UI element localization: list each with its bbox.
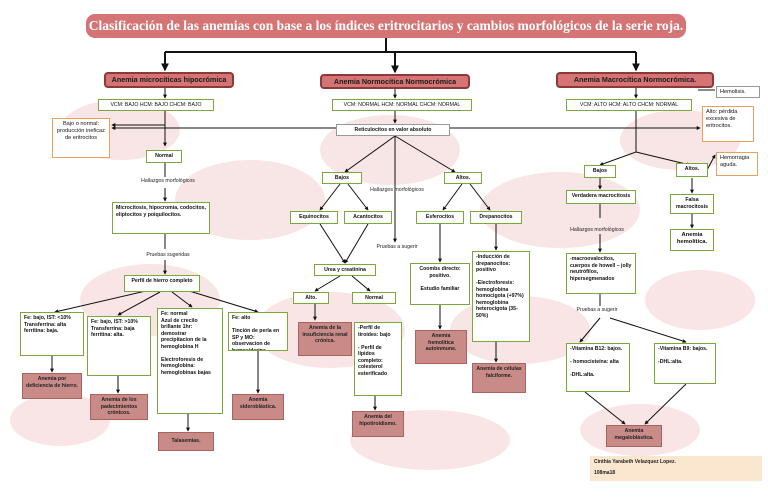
node-falsa-macrocitosis: Falsa macrocitosis xyxy=(670,194,714,214)
node-urea-creatinina: Urea y creatinina xyxy=(314,264,376,276)
node-perfil-hierro: Perfil de hierro completo xyxy=(124,275,200,292)
result-hemolitica-autoinmune: Anemia hemolítica autoinmune. xyxy=(415,330,467,364)
node-coombs: Coombs directo: positivo. Estudio famili… xyxy=(410,263,470,305)
note-alto-perdida: Alto: pérdida excesiva de eritrocitos. xyxy=(702,106,754,142)
label-pruebas-middle: Pruebas a sugerir xyxy=(376,244,418,250)
result-anemia-hemolitica: Anemia hemolítica. xyxy=(670,229,714,251)
indices-macrocitica: VCM: ALTO HCM: ALTO CHCM: NORMAL xyxy=(566,99,692,111)
note-hemorragia: Hemorragia aguda. xyxy=(716,152,758,176)
label-pruebas-left: Pruebas sugeridas xyxy=(146,252,190,258)
node-verdadera-macrocitosis: Verdadera macrocitosis xyxy=(566,190,636,204)
node-fe-normal: Fe: normal Azul de crecilo brillante 1hr… xyxy=(157,308,223,414)
node-bajos-right: Bajos xyxy=(584,165,616,178)
node-normal-left: Normal xyxy=(146,150,182,163)
page-title: Clasificación de las anemias con base a … xyxy=(86,14,686,38)
result-megaloblastica: Anemia megaloblástica. xyxy=(606,425,662,447)
indices-normocitica: VCM: NORMAL HCM: NORMAL CHCM: NORMAL xyxy=(332,99,472,111)
label-pruebas-right: Pruebas a sugerir xyxy=(576,307,618,313)
result-talasemias: Talasemias. xyxy=(158,432,214,451)
credits-author: Cinthia Yarabeth Velazquez Lopez. xyxy=(594,459,676,465)
node-altos-middle: Altos. xyxy=(444,172,482,184)
node-fe-alto: Fe: alto Tinción de perla en SP y MO: ob… xyxy=(228,312,288,351)
node-equinocitos: Equinocitos xyxy=(290,211,338,224)
result-hipotiroidismo: Anemia del hipotiroidismo. xyxy=(352,411,404,437)
indices-microcitica: VCM: BAJO HCM: BAJO CHCM: BAJO xyxy=(98,99,214,111)
result-padecimientos-cronicos: Anemia de los padecimientos crónicos. xyxy=(90,394,148,420)
label-hallazgos-left: Hallazgos morfológicos xyxy=(141,178,195,184)
node-drepanocitos: Drepanocitos xyxy=(470,211,522,224)
credits-box: Cinthia Yarabeth Velazquez Lopez. 108ma1… xyxy=(590,456,762,481)
node-vitamina-b12: -Vitamina B12: bajos. - homocisteína: al… xyxy=(566,343,630,392)
node-drepanocitos-detail: -Inducción de drepanocitos: positivo -El… xyxy=(472,251,530,342)
result-sideroblastica: Anemia sideroblástica. xyxy=(232,394,284,420)
heading-macrocitica: Anemia Macrocítica Normocrómica. xyxy=(556,72,714,88)
node-macro-detail: -macroovalocitos, cuerpos de howell – jo… xyxy=(566,253,636,294)
heading-microcitica: Anemia microcíticas hipocrómica xyxy=(104,72,234,88)
result-deficiencia-hierro: Anemia por deficiencia de hierro. xyxy=(22,373,82,399)
node-vitamina-b9: -Vitamina B9: bajos. -DHL:alta. xyxy=(654,343,716,384)
node-bajos-middle: Bajos xyxy=(322,172,362,184)
node-morph-left: Microcitosis, hipocromia, codocitos, eli… xyxy=(112,202,210,234)
node-altos-right: Altos. xyxy=(676,163,708,177)
result-falciforme: Anemia de células falciforme. xyxy=(472,363,526,393)
node-alto-middle: Alto. xyxy=(293,292,329,304)
heading-normocitica: Anemia Normocítica Normocrómica xyxy=(320,74,470,89)
node-acantocitos: Acantocitos xyxy=(344,211,392,224)
node-esferocitos: Esferocitos xyxy=(416,211,464,224)
node-fe-bajo-2: Fe: bajo, IST: >10% Transferrina: baja f… xyxy=(87,316,151,376)
node-tiroides: -Perfil de tiroides: bajo - Perfil de lí… xyxy=(354,322,402,396)
credits-group: 108ma18 xyxy=(594,470,616,476)
note-hemolisis: Hemolisis. xyxy=(716,86,760,98)
note-bajo-normal: Bajo o normal: producción ineficaz de er… xyxy=(52,118,110,158)
node-reticulocitos: Reticulocitos en valor absoluto xyxy=(336,124,450,136)
result-insuficiencia-renal: Anemia de la insuficiencia renal crónica… xyxy=(298,322,352,356)
label-hallazgos-right: Hallazgos morfológicos xyxy=(570,227,624,233)
node-normal-middle: Normal xyxy=(352,292,396,304)
label-hallazgos-middle: Hallazgos morfológicos xyxy=(370,187,424,193)
node-fe-bajo-1: Fe: bajo, IST: <10% Transferrina: alta f… xyxy=(20,312,84,356)
